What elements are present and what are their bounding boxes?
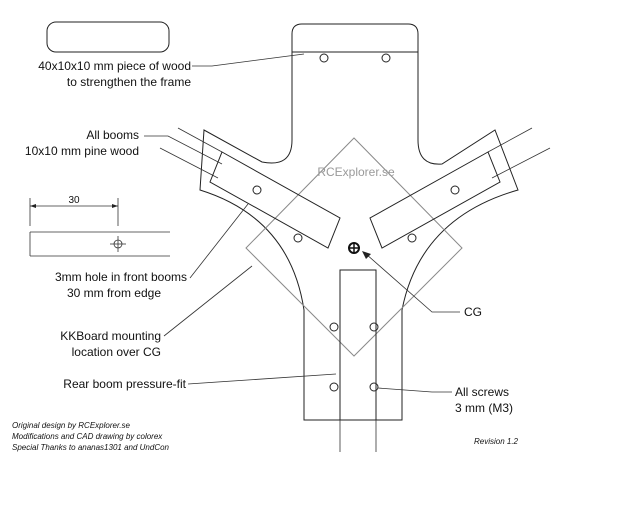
screw-hole	[293, 233, 303, 243]
kkboard-label-line2: location over CG	[72, 345, 161, 359]
cg-arrowhead	[362, 251, 371, 259]
rear-boom-label: Rear boom pressure-fit	[63, 377, 186, 391]
screws-label-line2: 3 mm (M3)	[455, 401, 513, 415]
hole-dimension-detail	[29, 198, 170, 257]
frame-plate-outline	[199, 23, 519, 421]
credit-line-1: Original design by RCExplorer.se	[12, 421, 131, 430]
kkboard-label-line1: KKBoard mounting	[60, 329, 161, 343]
hole-label-line2: 30 mm from edge	[67, 286, 161, 300]
wood-piece-label-line2: to strengthen the frame	[67, 75, 191, 89]
credit-line-2: Modifications and CAD drawing by colorex	[12, 432, 163, 441]
screw-hole	[319, 53, 329, 63]
wood-piece-label-line1: 40x10x10 mm piece of wood	[38, 59, 191, 73]
booms-label-line2: 10x10 mm pine wood	[25, 144, 139, 158]
revision-label: Revision 1.2	[474, 437, 519, 446]
dimension-value: 30	[68, 195, 80, 206]
screw-hole	[329, 382, 339, 392]
screw-hole	[369, 382, 379, 392]
screw-hole	[252, 185, 262, 195]
rear-boom	[339, 269, 377, 452]
kkboard-mounting-square	[245, 137, 463, 357]
screw-hole	[407, 233, 417, 243]
cg-label: CG	[464, 305, 482, 319]
screw-hole	[381, 53, 391, 63]
leader-lines	[144, 53, 460, 393]
left-front-boom	[159, 127, 341, 249]
screws-label-line1: All screws	[455, 385, 509, 399]
booms-label-line1: All booms	[86, 128, 139, 142]
cg-marker	[348, 242, 360, 254]
wood-piece-shape	[46, 21, 170, 53]
hole-label-line1: 3mm hole in front booms	[55, 270, 187, 284]
watermark: RCExplorer.se	[317, 165, 395, 179]
credit-line-3: Special Thanks to ananas1301 and UndCon	[12, 443, 170, 452]
right-front-boom	[369, 127, 551, 249]
screw-hole	[450, 185, 460, 195]
screw-hole	[329, 322, 339, 332]
screw-hole	[369, 322, 379, 332]
